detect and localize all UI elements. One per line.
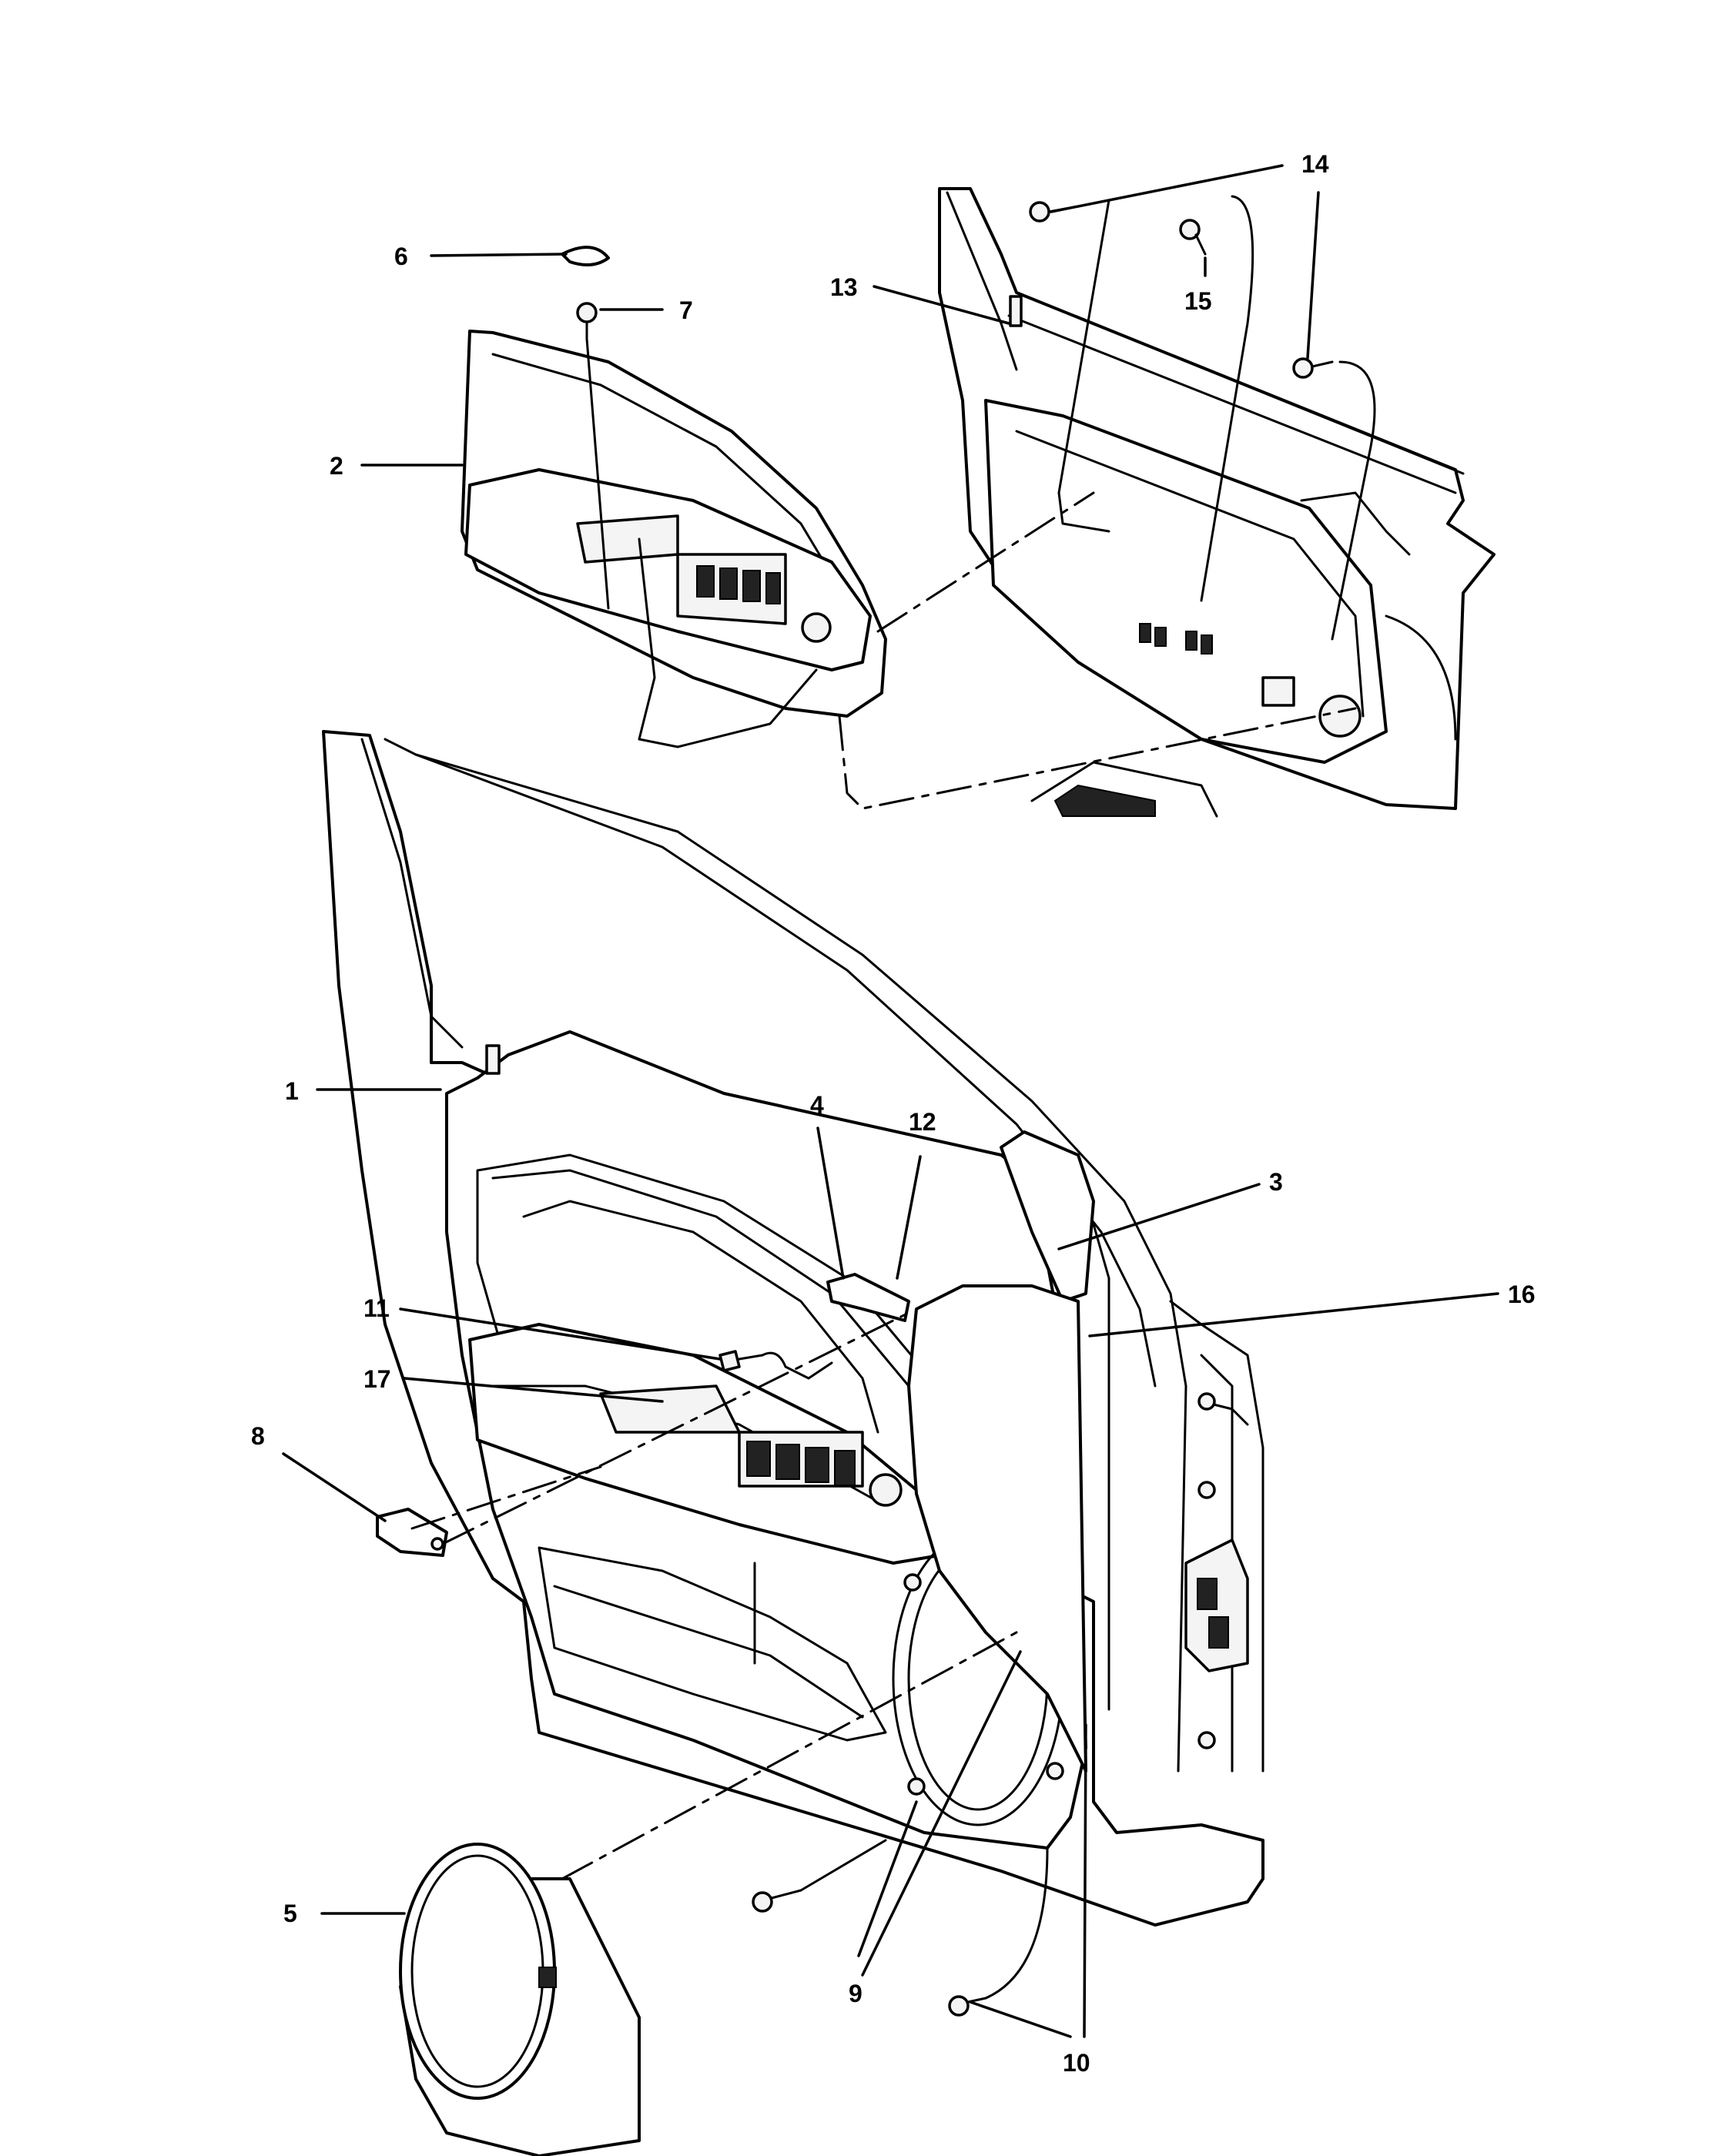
callout-labels: 1 2 3 4 5 6 7 8 9 10 11 12 13 14 15 16 1… (251, 150, 1536, 2077)
callout-17: 17 (363, 1365, 391, 1393)
screw-part-10 (948, 1846, 1049, 2017)
clip-part-11 (718, 1350, 833, 1380)
callout-16: 16 (1508, 1281, 1536, 1308)
callout-13: 13 (830, 273, 858, 301)
callout-6: 6 (394, 243, 408, 270)
assembly-dashed-line (876, 491, 1095, 633)
callout-11: 11 (363, 1294, 390, 1322)
callout-leaders (282, 164, 1499, 2038)
screw-part-9 (752, 1839, 887, 1913)
callout-10: 10 (1063, 2049, 1090, 2077)
assembly-guide-line (1331, 360, 1376, 641)
water-shield (907, 1284, 1087, 1773)
callout-5: 5 (283, 1900, 297, 1927)
assembly-dashed-line (441, 1311, 910, 1545)
mirror-sail-cover (1000, 1130, 1095, 1303)
screw-part-15 (1179, 219, 1207, 256)
assembly-guide-line (1200, 195, 1254, 602)
assembly-dashed-line (561, 1631, 1018, 1880)
callout-15: 15 (1184, 287, 1212, 315)
door-inner-panel-detail (938, 187, 1496, 818)
callout-4: 4 (810, 1091, 824, 1119)
callout-3: 3 (1269, 1168, 1283, 1196)
screw-part-14b (1292, 357, 1334, 379)
speaker-grille (399, 1843, 641, 2156)
callout-2: 2 (330, 452, 343, 480)
screw-part-7 (576, 302, 610, 610)
callout-7: 7 (679, 296, 693, 324)
assembly-dashed-line (410, 1465, 602, 1530)
door-pull-handle (826, 1273, 910, 1322)
clip-part (561, 246, 610, 266)
armrest-panel-part (461, 330, 887, 748)
callout-14: 14 (1301, 150, 1329, 178)
assembly-guide-line (1057, 199, 1110, 533)
callout-8: 8 (251, 1422, 265, 1450)
callout-1: 1 (285, 1077, 299, 1105)
callout-12: 12 (909, 1108, 936, 1136)
trim-plug-part-8 (376, 1508, 448, 1557)
assembly-dashed-line (838, 707, 1357, 810)
callout-9: 9 (849, 1980, 862, 2007)
door-trim-panel (445, 1030, 1087, 1850)
